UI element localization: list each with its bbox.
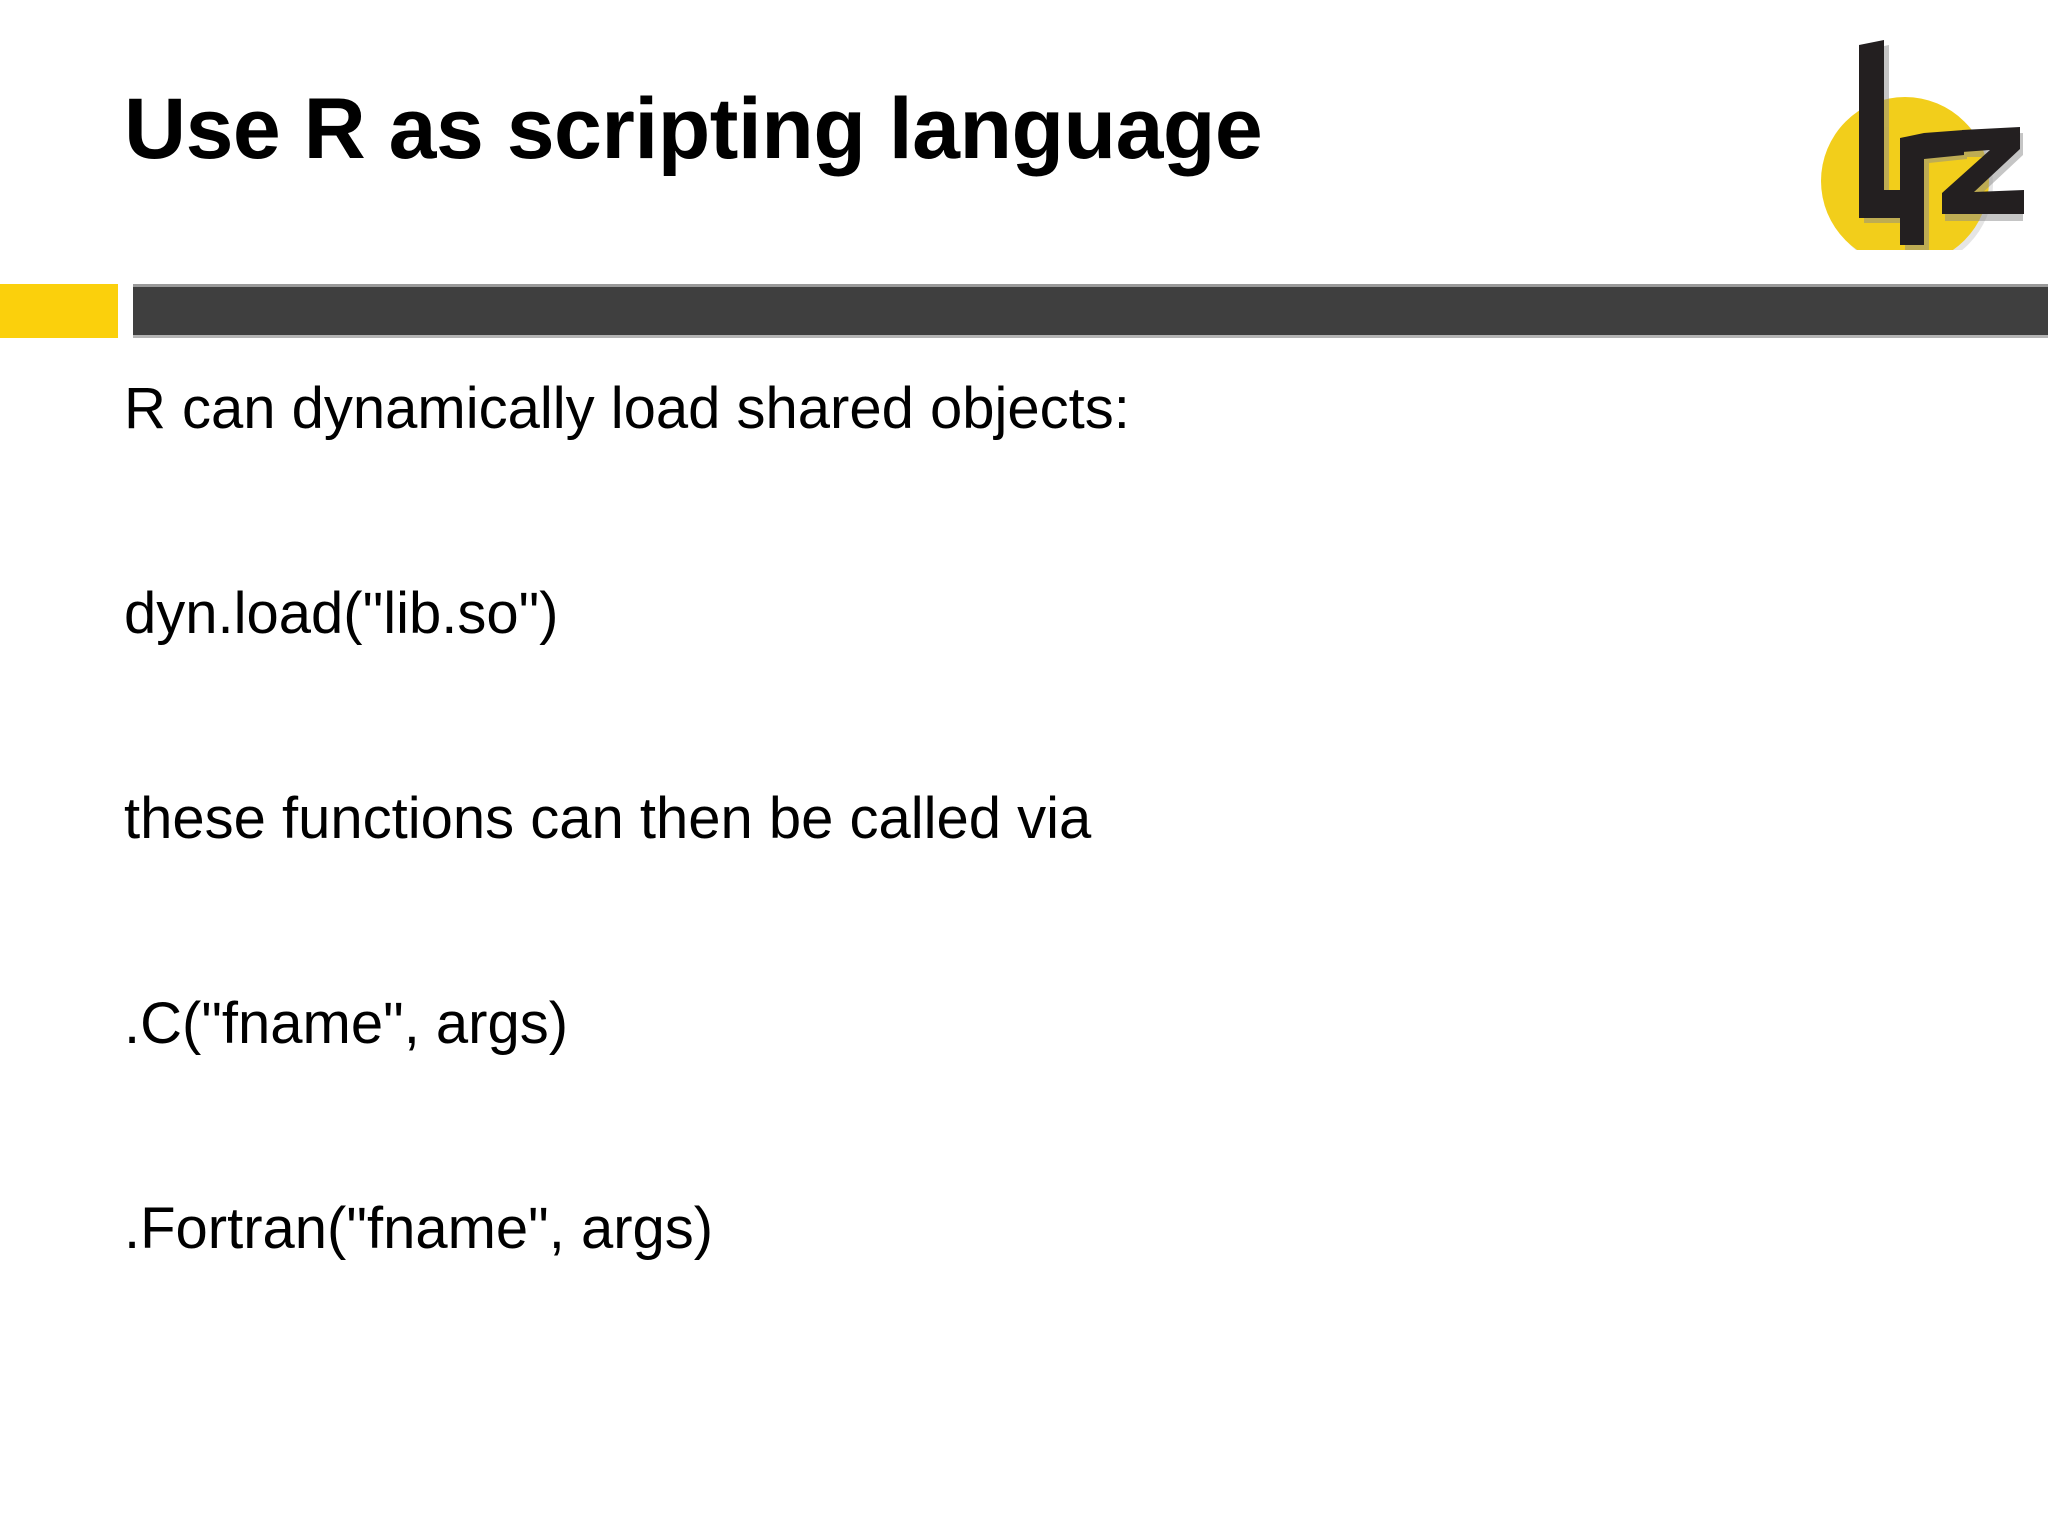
divider-bar — [133, 284, 2048, 338]
body-line: .Fortran("fname", args) — [124, 1196, 714, 1261]
divider-accent-block — [0, 284, 118, 338]
body-line: .C("fname", args) — [124, 991, 569, 1056]
body-line: dyn.load("lib.so") — [124, 581, 559, 646]
lrz-logo — [1812, 30, 2048, 250]
body-line: R can dynamically load shared objects: — [124, 376, 1130, 441]
body-line: these functions can then be called via — [124, 786, 1092, 851]
divider — [0, 284, 2048, 338]
page-title: Use R as scripting language — [124, 81, 1263, 177]
body-content: R can dynamically load shared objects: d… — [124, 380, 1924, 1258]
